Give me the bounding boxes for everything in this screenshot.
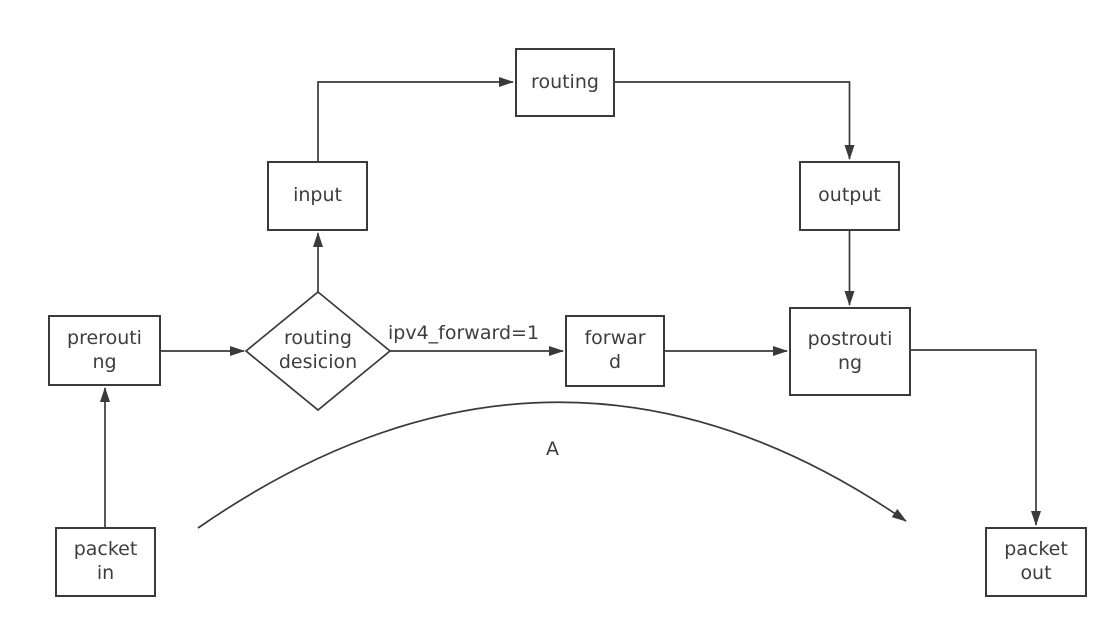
node-prerouting: prerouti ng: [48, 315, 161, 386]
edge-bypass-curve: [197, 401, 907, 529]
node-packet-out: packet out: [985, 527, 1087, 597]
edge-label-curve-a: A: [546, 438, 559, 460]
edge-postrouting-to-packet-out: [911, 349, 1041, 526]
node-routing-decision-label: routing desicion: [278, 327, 358, 373]
node-packet-in: packet in: [55, 527, 156, 597]
node-output: output: [799, 161, 900, 231]
node-routing: routing: [515, 48, 615, 117]
edge-label-ipv4-forward: ipv4_forward=1: [388, 322, 540, 344]
edge-routing-to-output: [615, 81, 855, 160]
node-postrouting: postrouti ng: [789, 307, 911, 396]
decision-diamond-shape: [244, 290, 392, 412]
node-forward: forwar d: [565, 315, 665, 387]
node-input: input: [267, 161, 368, 231]
edge-input-to-routing: [317, 77, 514, 161]
